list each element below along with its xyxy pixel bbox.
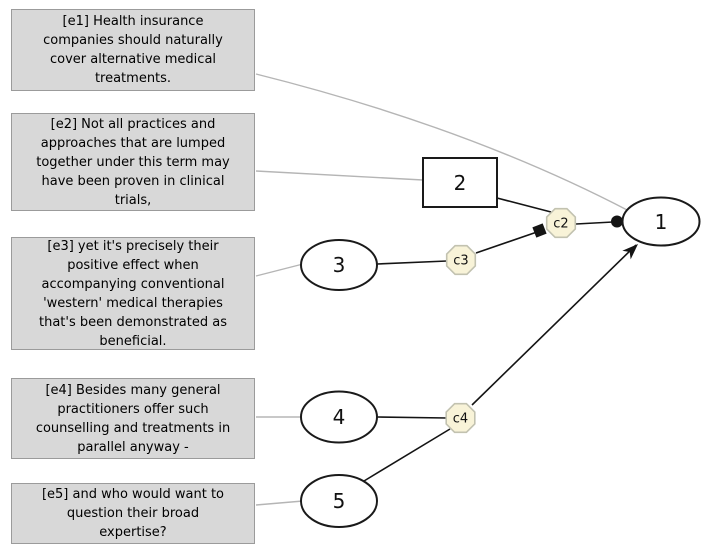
statement-e4-text: [e4] Besides many general practitioners …: [35, 382, 231, 455]
inference-c2-octagon[interactable]: [545, 207, 577, 239]
connector-e3-to-node3: [255, 263, 304, 277]
inference-c4-octagon[interactable]: [445, 402, 476, 434]
statement-box-e3[interactable]: [e3] yet it's precisely their positive e…: [11, 237, 255, 350]
node-2-label: 2: [454, 171, 467, 195]
edge-node4-to-c4[interactable]: [376, 416, 448, 419]
connector-e5-to-node5: [255, 500, 304, 506]
node-1-label: 1: [655, 210, 668, 234]
connector-e1-to-node1: [255, 73, 630, 212]
node-5-ellipse[interactable]: [300, 474, 378, 528]
edge-node2-to-c2[interactable]: [496, 197, 552, 213]
edge-node5-to-c4[interactable]: [363, 428, 451, 482]
statement-box-e1[interactable]: [e1] Health insurance companies should n…: [11, 9, 255, 91]
statement-e1-text: [e1] Health insurance companies should n…: [43, 14, 223, 86]
statement-box-e5[interactable]: [e5] and who would want to question thei…: [11, 483, 255, 544]
inference-c3-label: c3: [453, 254, 468, 269]
node-5-label: 5: [333, 489, 346, 513]
attack-square-marker: [532, 223, 547, 238]
statement-e2-text: [e2] Not all practices and approaches th…: [36, 116, 230, 208]
statement-box-e2[interactable]: [e2] Not all practices and approaches th…: [11, 113, 255, 211]
node-2-rectangle[interactable]: [422, 157, 498, 208]
circle-terminator-marker: [611, 215, 623, 228]
inference-c2-label: c2: [553, 217, 568, 232]
node-4-ellipse[interactable]: [300, 390, 378, 444]
node-3-label: 3: [333, 253, 346, 277]
inference-c4-label: c4: [453, 412, 468, 427]
statement-e3-text: [e3] yet it's precisely their positive e…: [38, 238, 227, 349]
edge-node3-to-c3[interactable]: [376, 260, 448, 265]
support-arrowhead-marker: [622, 244, 638, 260]
statement-e5-text: [e5] and who would want to question thei…: [41, 487, 225, 540]
edge-c3-to-c2[interactable]: [475, 231, 538, 254]
node-4-label: 4: [333, 405, 346, 429]
edge-c4-to-node1[interactable]: [471, 244, 637, 406]
inference-c3-octagon[interactable]: [445, 244, 477, 276]
edge-c2-to-node1[interactable]: [575, 221, 614, 225]
node-1-ellipse[interactable]: [621, 196, 701, 247]
statement-box-e4[interactable]: [e4] Besides many general practitioners …: [11, 378, 255, 459]
node-3-ellipse[interactable]: [300, 239, 378, 291]
connector-e2-to-node2: [255, 170, 424, 181]
